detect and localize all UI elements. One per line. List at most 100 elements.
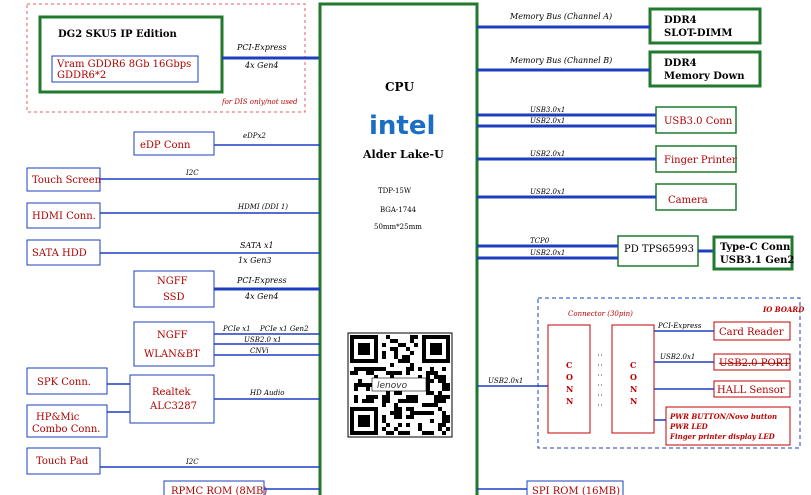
usb2-port-bus: USB2.0x1: [660, 353, 695, 361]
io-connector-title: Connector (30pin): [568, 310, 633, 318]
pwr-box: [665, 406, 791, 446]
dg2-bus-label2: 4x Gen4: [244, 61, 279, 70]
ddr4b-label1: DDR4: [664, 58, 697, 69]
dg2-bus-label1: PCI-Express: [236, 43, 287, 52]
edp-bus: eDPx2: [243, 132, 266, 140]
pwr-line3: Finger printer display LED: [669, 432, 776, 441]
conn-left: [547, 324, 591, 434]
ddr4b-label2: Memory Down: [664, 71, 745, 82]
usb30-box: [655, 106, 737, 134]
ngff-wlan-label1: NGFF: [157, 330, 188, 341]
typec-label2: USB3.1 Gen2: [720, 255, 794, 266]
realtek-bus: HD Audio: [249, 389, 284, 397]
io-region: [537, 297, 801, 449]
vram-line2: GDDR6*2: [57, 70, 106, 81]
cpu-model: Alder Lake-U: [362, 148, 444, 161]
usb30-label: USB3.0 Conn: [664, 116, 733, 127]
dg2-title: DG2 SKU5 IP Edition: [58, 29, 178, 40]
rpmc-box: [163, 480, 265, 495]
hdmi-box: [26, 202, 101, 229]
io-title: IO BOARD: [762, 305, 805, 314]
ngff-wlan-label2: WLAN&BT: [144, 349, 200, 360]
edp-label: eDP Conn: [140, 140, 191, 151]
cpu-tdp: TDP-15W: [378, 187, 412, 195]
card-reader-bus: PCI-Express: [657, 322, 702, 330]
touchpad-label: Touch Pad: [36, 456, 89, 467]
camera-bus: USB2.0x1: [530, 188, 565, 196]
ngff-wlan-bus1b: PCIe x1 Gen2: [259, 325, 309, 333]
ngff-wlan-bus3: CNVi: [250, 347, 269, 355]
realtek-label2: ALC3287: [149, 401, 197, 412]
touchpad-bus: I2C: [185, 458, 199, 466]
hp-label1: HP&Mic: [36, 412, 80, 423]
vram-box: [51, 55, 199, 83]
spk-box: [26, 367, 108, 395]
conn-letter: N: [630, 396, 637, 406]
ngff-wlan-box: [133, 321, 215, 367]
cpu-bga: BGA-1744: [380, 206, 417, 214]
qr-lenovo-logo: lenovo: [377, 381, 408, 391]
cpu-label: CPU: [385, 80, 415, 94]
typec-label1: Type-C Conn: [720, 242, 791, 253]
pd-label: PD TPS65993: [624, 244, 694, 255]
conn-letter: N: [566, 396, 573, 406]
card-reader-label: Card Reader: [719, 327, 784, 338]
conn-dots: [598, 354, 604, 406]
sata-bus2: 1x Gen3: [238, 256, 272, 265]
conn-letter: N: [630, 384, 637, 394]
sata-label: SATA HDD: [32, 248, 87, 259]
realtek-box: [129, 374, 215, 424]
touch-screen-bus: I2C: [185, 169, 199, 177]
conn-letter: O: [566, 372, 573, 382]
rpmc-label: RPMC ROM (8MB): [171, 486, 267, 495]
io-bus-in: USB2.0x1: [488, 377, 523, 385]
usb2-port-label: USB2.0 PORT: [719, 358, 790, 369]
hdmi-bus: HDMI (DDI 1): [237, 203, 288, 211]
dg2-note: for DIS only/not used: [221, 98, 298, 106]
finger-label: Finger Printer: [664, 155, 737, 166]
ddr4a-label1: DDR4: [664, 15, 697, 26]
hp-label2: Combo Conn.: [32, 424, 101, 435]
ngff-ssd-label1: NGFF: [157, 276, 188, 287]
edp-box: [133, 131, 215, 156]
finger-bus: USB2.0x1: [530, 150, 565, 158]
usb30-bus2: USB2.0x1: [530, 117, 565, 125]
pwr-line2: PWR LED: [669, 422, 709, 431]
vram-line1: Vram GDDR6 8Gb 16Gbps: [56, 59, 191, 70]
ddr4a-label2: SLOT-DIMM: [664, 28, 732, 39]
hdmi-label: HDMI Conn.: [32, 211, 96, 222]
realtek-label1: Realtek: [152, 387, 192, 398]
sata-bus1: SATA x1: [240, 241, 274, 250]
touchpad-box: [26, 447, 101, 475]
usb30-bus1: USB3.0x1: [530, 106, 565, 114]
ngff-ssd-bus2: 4x Gen4: [244, 292, 279, 301]
ngff-wlan-bus1: PCIe x1: [222, 325, 251, 333]
conn-letter: N: [566, 384, 573, 394]
ngff-wlan-bus2: USB2.0 x1: [244, 336, 282, 344]
ngff-ssd-bus1: PCI-Express: [236, 276, 287, 285]
spi-label: SPI ROM (16MB): [532, 486, 620, 495]
ddr4a-bus: Memory Bus (Channel A): [509, 12, 612, 21]
conn-letter: C: [630, 360, 636, 370]
hall-label: HALL Sensor: [717, 385, 785, 396]
spk-label: SPK Conn.: [37, 377, 91, 388]
pd-bus2: USB2.0x1: [530, 249, 565, 257]
conn-letter: O: [630, 372, 637, 382]
spi-box: [526, 480, 624, 495]
conn-letter: C: [566, 360, 572, 370]
ngff-ssd-box: [133, 270, 215, 308]
ddr4b-bus: Memory Bus (Channel B): [509, 56, 612, 65]
cpu-size: 50mm*25mm: [374, 223, 422, 231]
pd-bus1: TCP0: [530, 237, 550, 245]
qr-code: lenovo: [347, 332, 453, 438]
intel-logo: intel: [369, 111, 435, 141]
sata-box: [26, 239, 101, 266]
hp-box: [26, 404, 108, 438]
ngff-ssd-label2: SSD: [163, 292, 185, 303]
typec-box: [712, 235, 794, 271]
ddr4a-box: [648, 7, 762, 45]
pwr-line1: PWR BUTTON/Novo button: [669, 412, 777, 421]
